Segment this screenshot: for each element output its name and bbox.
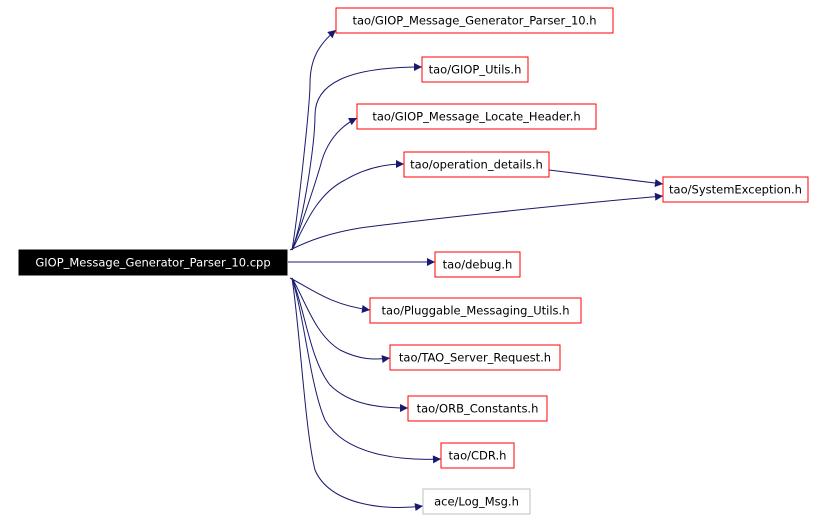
node-label: tao/Pluggable_Messaging_Utils.h <box>382 304 570 318</box>
node-label: tao/debug.h <box>443 258 513 272</box>
edge-root-to-n_orbc <box>291 277 409 412</box>
node-label: tao/SystemException.h <box>669 183 802 197</box>
node-label: tao/GIOP_Message_Generator_Parser_10.h <box>352 14 596 28</box>
node-label: tao/operation_details.h <box>410 158 543 172</box>
edge-root-to-n_gmgp10 <box>291 29 337 251</box>
edge-root-to-n_sysexc <box>289 192 664 251</box>
nodes-layer: GIOP_Message_Generator_Parser_10.cpp tao… <box>18 7 809 515</box>
node-giop-utils-h[interactable]: tao/GIOP_Utils.h <box>421 56 529 83</box>
node-label: tao/GIOP_Message_Locate_Header.h <box>372 110 580 124</box>
root-node-file[interactable]: GIOP_Message_Generator_Parser_10.cpp <box>18 249 288 276</box>
node-log-msg-h[interactable]: ace/Log_Msg.h <box>422 488 531 515</box>
node-label: ace/Log_Msg.h <box>434 495 519 509</box>
node-system-exception-h[interactable]: tao/SystemException.h <box>662 176 809 203</box>
edges-layer <box>288 29 664 512</box>
node-label: tao/TAO_Server_Request.h <box>399 351 551 365</box>
node-label: tao/CDR.h <box>449 449 507 463</box>
edge-root-to-n_utils <box>291 63 423 251</box>
node-label: tao/GIOP_Utils.h <box>429 63 522 77</box>
node-cdr-h[interactable]: tao/CDR.h <box>440 442 515 469</box>
edge-root-to-n_tsr <box>291 277 391 364</box>
edge-root-to-n_pmu <box>289 277 371 313</box>
node-pluggable-messaging-utils-h[interactable]: tao/Pluggable_Messaging_Utils.h <box>369 297 582 324</box>
edge-root-to-n_opdetails <box>291 160 405 251</box>
node-operation-details-h[interactable]: tao/operation_details.h <box>403 151 550 178</box>
node-giop-message-locate-header-h[interactable]: tao/GIOP_Message_Locate_Header.h <box>356 103 597 130</box>
node-debug-h[interactable]: tao/debug.h <box>434 251 521 278</box>
node-giop-message-generator-parser-10-h[interactable]: tao/GIOP_Message_Generator_Parser_10.h <box>335 7 614 34</box>
edge-root-to-n_locate <box>291 117 358 251</box>
node-tao-server-request-h[interactable]: tao/TAO_Server_Request.h <box>389 344 561 371</box>
edge-root-to-n_cdr <box>291 277 442 464</box>
edge-root-to-n_logmsg <box>291 277 424 512</box>
node-orb-constants-h[interactable]: tao/ORB_Constants.h <box>407 395 548 422</box>
node-label: tao/ORB_Constants.h <box>417 402 539 416</box>
root-node-label: GIOP_Message_Generator_Parser_10.cpp <box>35 256 270 270</box>
edge-n_opdetails-to-n_sysexc <box>548 169 664 188</box>
